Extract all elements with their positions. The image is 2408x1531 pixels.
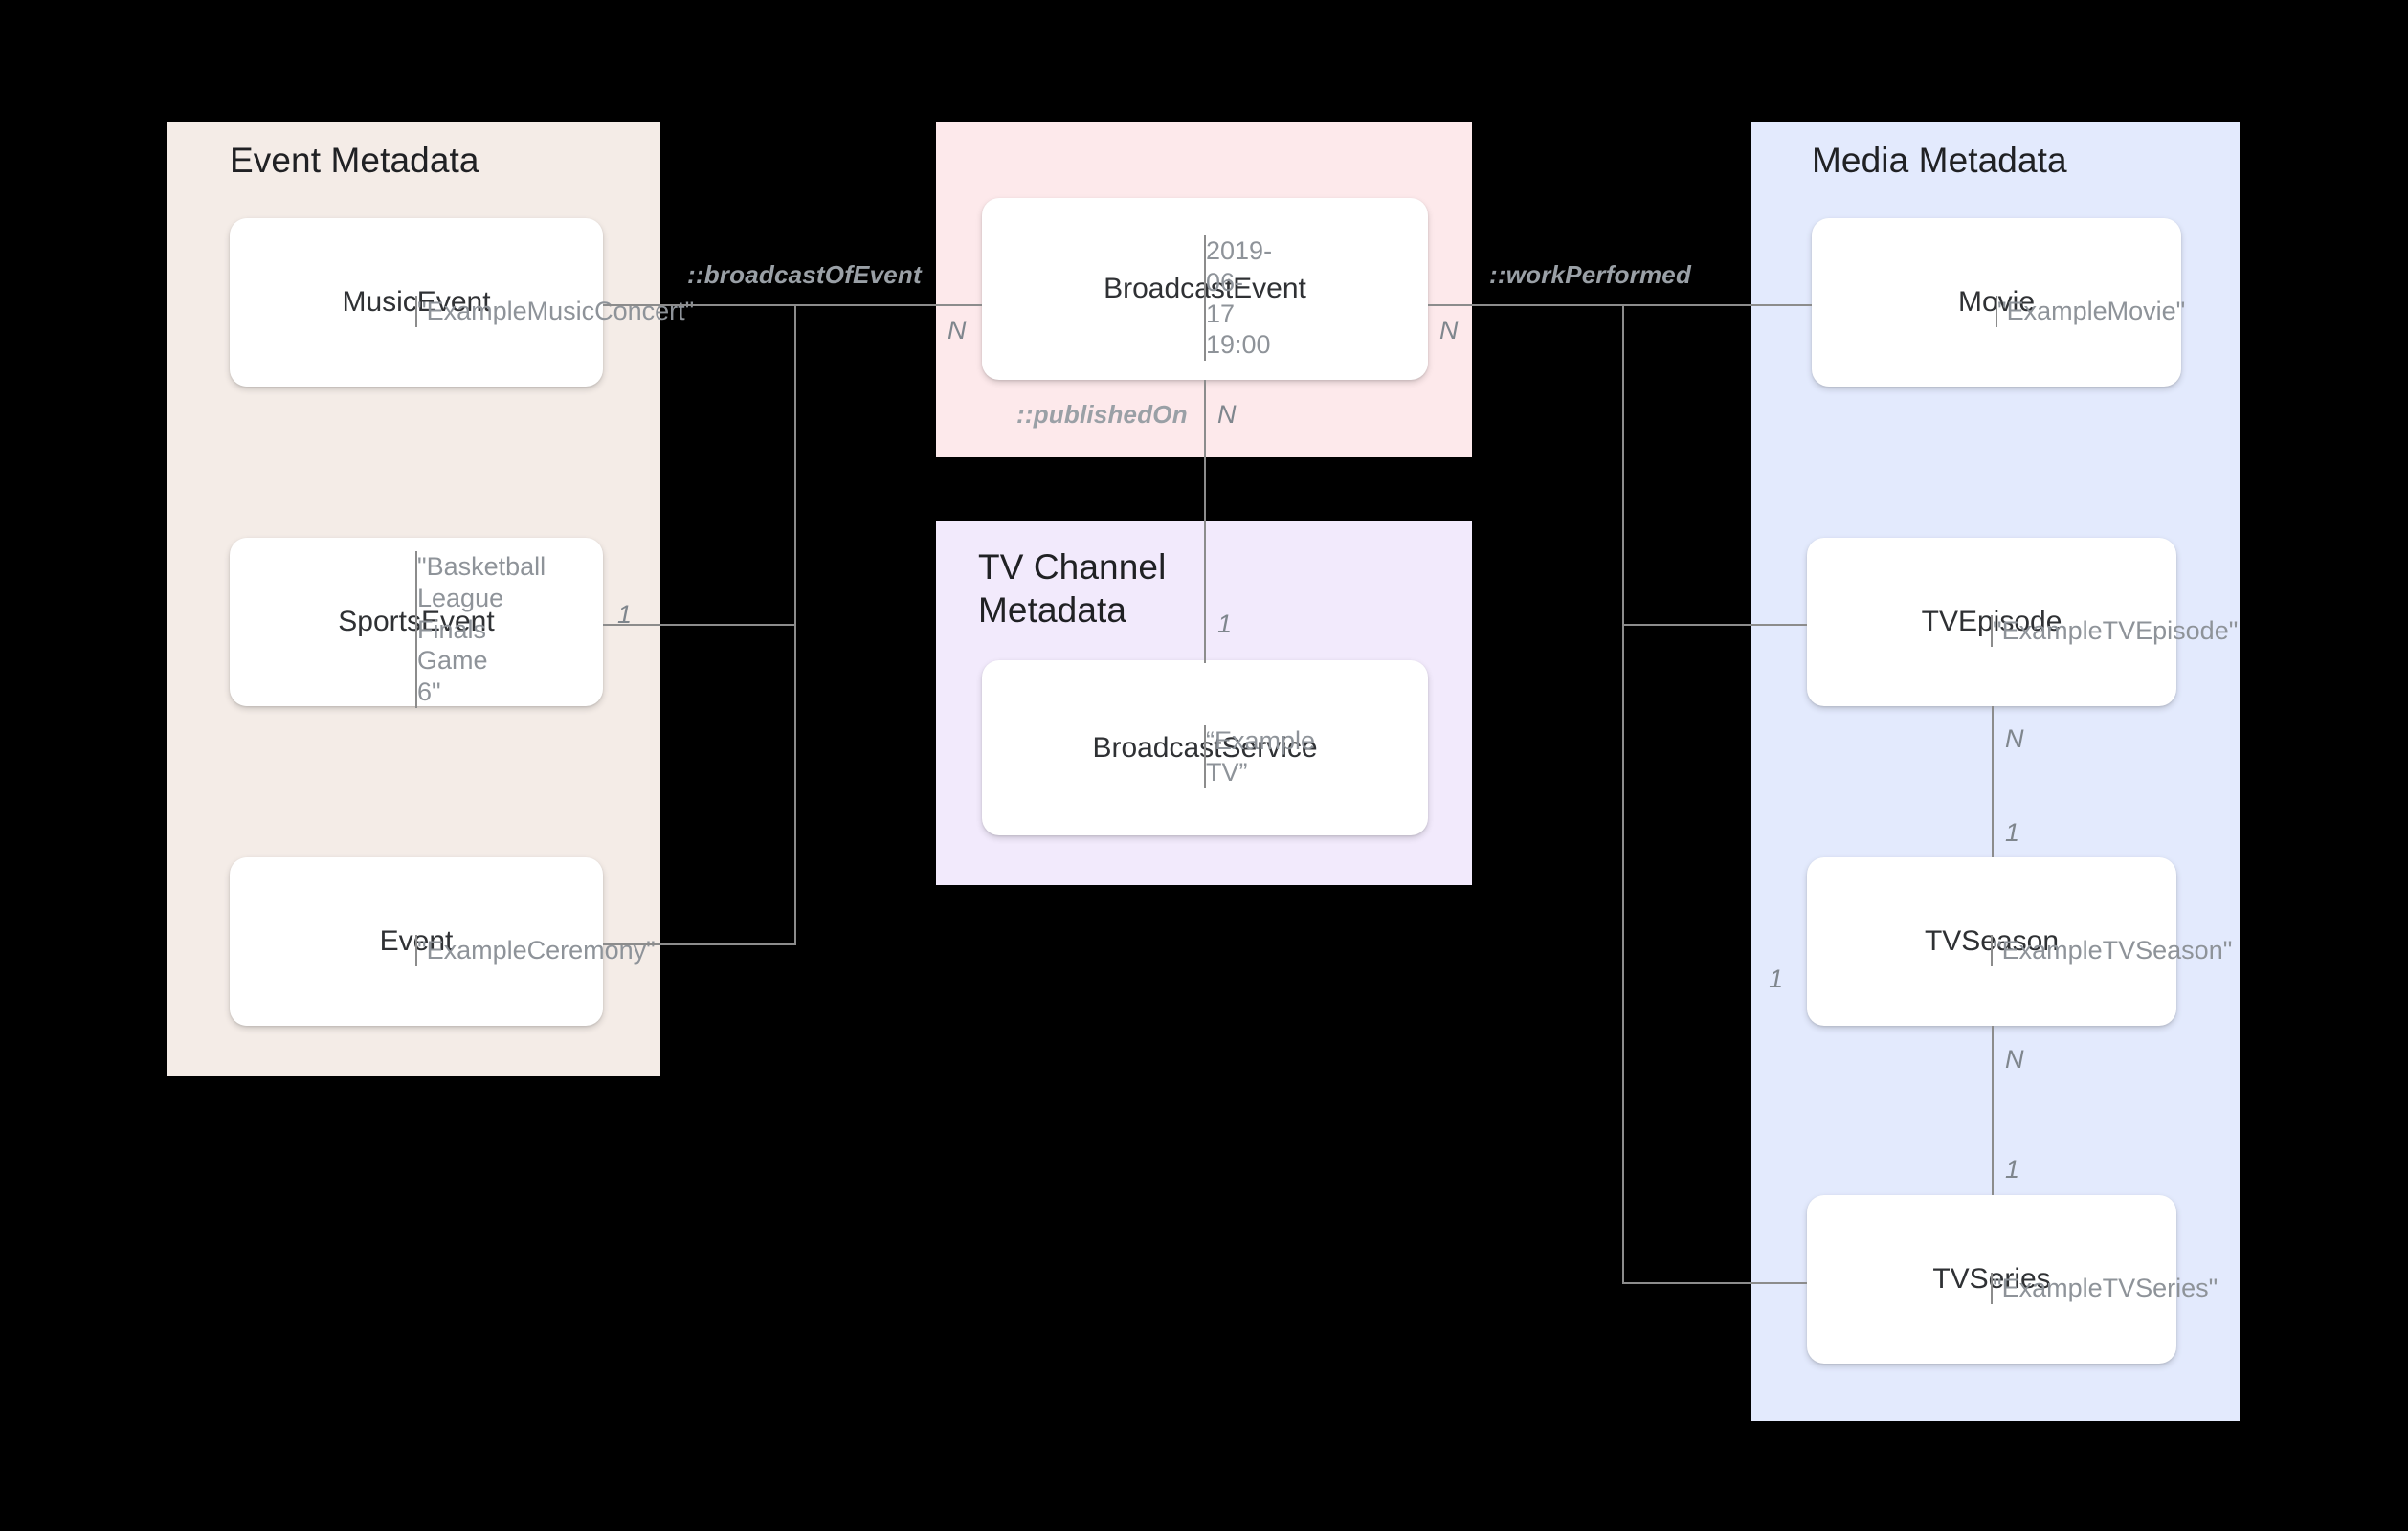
entity-value: “Example TV” (1204, 725, 1316, 788)
entity-value: "ExampleCeremony" (415, 935, 656, 966)
cardinality-broadcastevent-right-n: N (1439, 316, 1459, 344)
edge-tvseason-tvseries-line (1992, 1026, 1994, 1195)
edge-movie-branch (1622, 304, 1812, 306)
cardinality-tvepisode-n: N (2005, 724, 2024, 753)
entity-card-broadcastevent[interactable]: BroadcastEvent 2019-06-17 19:00 (982, 198, 1428, 380)
group-title-tv-channel-metadata: TV Channel Metadata (978, 547, 1167, 631)
group-title-event-metadata: Event Metadata (230, 141, 479, 180)
cardinality-left-one: 1 (617, 600, 633, 629)
entity-card-broadcastservice[interactable]: BroadcastService “Example TV” (982, 660, 1428, 835)
cardinality-broadcastservice-one: 1 (1217, 610, 1233, 638)
entity-value: "ExampleMovie" (1996, 296, 2186, 327)
entity-card-event[interactable]: Event "ExampleCeremony" (230, 857, 656, 1026)
edge-tvseries-branch (1622, 1282, 1807, 1284)
entity-value: "Basketball League Finals Game 6" (415, 550, 546, 709)
entity-value: "ExampleMusicConcert" (415, 296, 695, 327)
edge-broadcastofevent-line (794, 304, 982, 306)
entity-value: 2019-06-17 19:00 (1204, 234, 1273, 362)
edge-event-stub (603, 943, 794, 945)
group-title-media-metadata: Media Metadata (1812, 141, 2067, 180)
cardinality-tvseries-one: 1 (2005, 1155, 2020, 1184)
entity-card-tvepisode[interactable]: TVEpisode "ExampleTVEpisode" (1807, 538, 2239, 706)
entity-value: "ExampleTVEpisode" (1991, 615, 2239, 647)
edge-label-workperformed: ::workPerformed (1489, 260, 1692, 289)
cardinality-tvseason-n: N (2005, 1045, 2024, 1074)
entity-card-movie[interactable]: Movie "ExampleMovie" (1812, 218, 2186, 387)
entity-card-tvseries[interactable]: TVSeries "ExampleTVSeries" (1807, 1195, 2218, 1364)
entity-card-sportsevent[interactable]: SportsEvent "Basketball League Finals Ga… (230, 538, 603, 709)
cardinality-media-one: 1 (1769, 965, 1784, 993)
cardinality-tvseason-one: 1 (2005, 818, 2020, 847)
edge-tvepisode-branch (1622, 624, 1807, 626)
edge-sportsevent-stub (603, 624, 794, 626)
edge-left-vertical-bus (794, 304, 796, 945)
edge-label-publishedon: ::publishedOn (1016, 400, 1188, 429)
edge-musicevent-stub (603, 304, 794, 306)
edge-publishedon-line (1204, 380, 1206, 663)
cardinality-broadcastevent-left-n: N (948, 316, 967, 344)
entity-value: "ExampleTVSeries" (1991, 1273, 2218, 1304)
cardinality-publishedon-n: N (1217, 400, 1237, 429)
edge-workperformed-line (1428, 304, 1622, 306)
edge-label-broadcastofevent: ::broadcastOfEvent (687, 260, 922, 289)
edge-right-vertical-bus (1622, 304, 1624, 1282)
entity-value: "ExampleTVSeason" (1991, 935, 2233, 966)
entity-card-musicevent[interactable]: MusicEvent "ExampleMusicConcert" (230, 218, 695, 387)
edge-tvepisode-tvseason-line (1992, 706, 1994, 857)
entity-card-tvseason[interactable]: TVSeason "ExampleTVSeason" (1807, 857, 2233, 1026)
